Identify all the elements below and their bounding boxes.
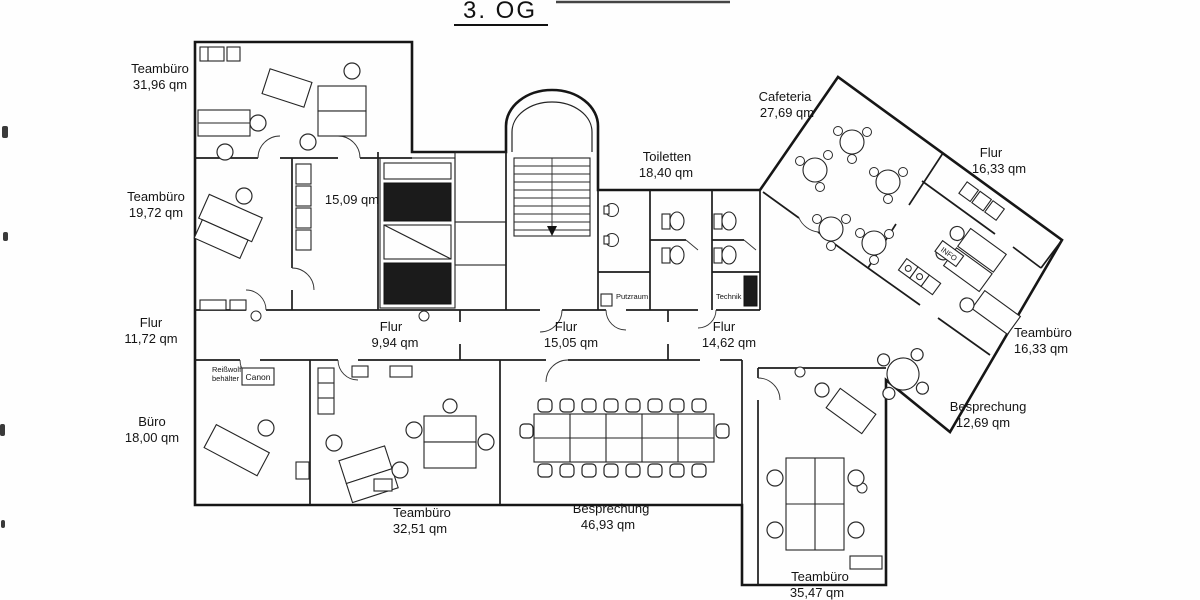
furniture-wing-teambuero: INFO [897, 181, 1022, 336]
chair-icon [910, 347, 924, 362]
electrical-cabinet [743, 275, 758, 307]
stair-direction-arrow-icon [547, 226, 557, 236]
room-area-cafeteria: 27,69 qm [760, 105, 814, 120]
chair-icon [766, 521, 784, 539]
chair-icon [847, 469, 865, 487]
floor-title-group: 3. OG [454, 0, 548, 26]
chair-icon [299, 133, 317, 151]
room-labels: Teambüro 31,96 qm Teambüro 19,72 qm 15,0… [124, 61, 1072, 600]
chair-icon [915, 381, 930, 395]
chair-icon [442, 398, 458, 414]
chair-icon [216, 143, 234, 161]
building-outline [193, 40, 1064, 587]
chair-icon [847, 521, 865, 539]
scan-artifacts [0, 0, 730, 528]
info-box: INFO [934, 239, 965, 268]
furniture-teambuero-1972 [193, 187, 263, 260]
copier-label: Canon [245, 372, 270, 382]
cafeteria-table [855, 228, 894, 265]
cafeteria-table [869, 167, 908, 204]
room-name-flur-1633: Flur [980, 145, 1003, 160]
cafeteria-furniture [795, 126, 908, 265]
room-name-besprechung-4693: Besprechung [573, 501, 650, 516]
technik-label: Technik [716, 292, 742, 301]
conference-table-4693 [519, 398, 730, 478]
putzraum-label: Putzraum [616, 292, 648, 301]
room-name-cafeteria: Cafeteria [759, 89, 813, 104]
columns [250, 310, 868, 494]
room-name-buero-1800: Büro [138, 414, 165, 429]
chair-icon [882, 386, 896, 401]
elevator-shafts [379, 151, 507, 309]
corridor-cabinets [199, 299, 413, 378]
chair-icon [325, 434, 343, 452]
room-name-teambuero-3547: Teambüro [791, 569, 849, 584]
floor-title: 3. OG [463, 0, 537, 24]
chair-icon [814, 382, 830, 398]
shredder-label-line1: Reißwolf- [212, 365, 244, 374]
wc-icon [661, 211, 737, 265]
room-area-teambuero-3251: 32,51 qm [393, 521, 447, 536]
room-area-flur-1505: 15,05 qm [544, 335, 598, 350]
stairwell [511, 101, 593, 237]
room-area-teambuero-3196: 31,96 qm [133, 77, 187, 92]
chair-icon [949, 225, 965, 242]
chair-icon [766, 469, 784, 487]
conference-chairs [519, 398, 730, 478]
furniture-buero-1800 [203, 419, 310, 480]
room-area-buero-1800: 18,00 qm [125, 430, 179, 445]
room-area-flur-1462: 14,62 qm [702, 335, 756, 350]
chair-icon [249, 114, 267, 132]
small-annotations: Reißwolf- behälter Canon Putzraum Techni… [212, 292, 742, 386]
furniture-teambuero-3196 [197, 46, 367, 161]
room-area-flur-1633: 16,33 qm [972, 161, 1026, 176]
room-name-teambuero-1633: Teambüro [1014, 325, 1072, 340]
furniture-teambuero-3547 [766, 382, 883, 570]
chair-icon [477, 433, 495, 451]
chair-icon [235, 187, 253, 205]
room-area-flur-1172: 11,72 qm [124, 331, 177, 346]
round-table [886, 357, 920, 391]
chair-icon [391, 461, 409, 479]
room-name-flur-1505: Flur [555, 319, 578, 334]
room-name-flur-994: Flur [380, 319, 403, 334]
room-name-teambuero-3196: Teambüro [131, 61, 189, 76]
room-area-1509: 15,09 qm [325, 192, 379, 207]
copier-box [241, 367, 275, 386]
room-name-teambuero-1972: Teambüro [127, 189, 185, 204]
chair-icon [257, 419, 275, 437]
room-area-besprechung-4693: 46,93 qm [581, 517, 635, 532]
room-area-toiletten: 18,40 qm [639, 165, 693, 180]
cafeteria-table [833, 126, 872, 164]
chair-icon [405, 421, 423, 439]
furniture-wing-besprechung [876, 347, 930, 401]
room-name-toiletten: Toiletten [643, 149, 691, 164]
room-area-besprechung-1269: 12,69 qm [956, 415, 1010, 430]
furniture-room-1509 [295, 163, 312, 251]
room-area-teambuero-3547: 35,47 qm [790, 585, 844, 600]
room-name-teambuero-3251: Teambüro [393, 505, 451, 520]
room-area-teambuero-1972: 19,72 qm [129, 205, 183, 220]
chair-icon [876, 353, 891, 367]
toilets-fixtures [600, 203, 758, 307]
room-name-flur-1172: Flur [140, 315, 163, 330]
cafeteria-table [812, 214, 851, 251]
room-area-teambuero-1633: 16,33 qm [1014, 341, 1068, 356]
shredder-label-line2: behälter [212, 374, 240, 383]
cafeteria-table [795, 150, 833, 192]
furniture-teambuero-3251 [317, 367, 495, 504]
room-area-flur-994: 9,94 qm [372, 335, 419, 350]
room-name-besprechung-1269: Besprechung [950, 399, 1027, 414]
room-name-flur-1462: Flur [713, 319, 736, 334]
cleaning-sink [600, 293, 613, 307]
chair-icon [959, 297, 975, 313]
chair-icon [343, 62, 361, 80]
